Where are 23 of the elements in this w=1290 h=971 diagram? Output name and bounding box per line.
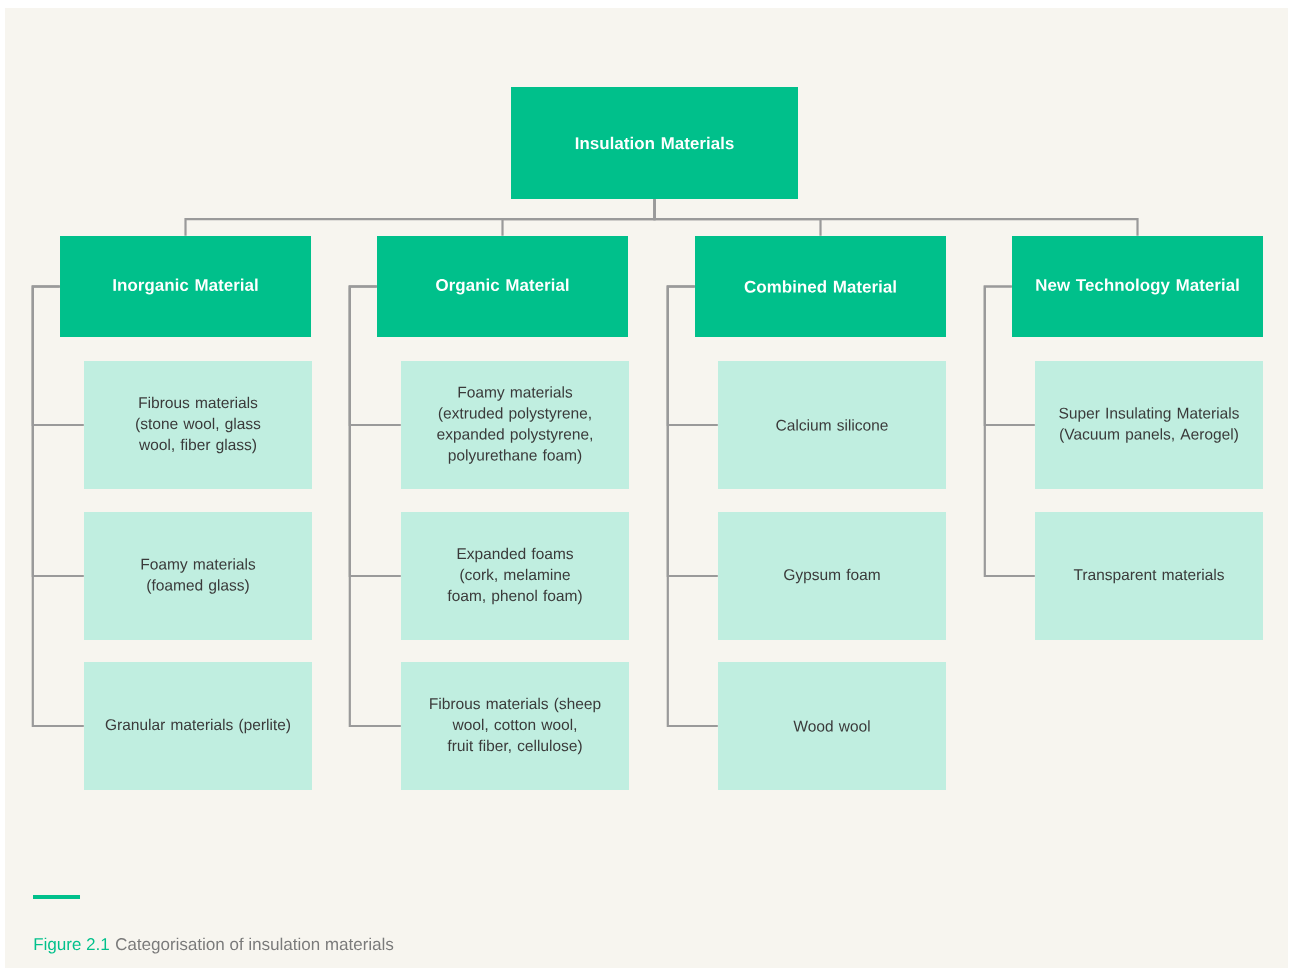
material-box: Fibrous materials (stone wool, glass wool, fiber glass) bbox=[84, 361, 312, 489]
material-box: Transparent materials bbox=[1035, 512, 1263, 640]
caption: Categorisation of insulation materials bbox=[116, 937, 394, 954]
connector-line bbox=[983, 285, 1035, 578]
connector-line bbox=[653, 199, 1139, 236]
material-box: Fibrous materials (sheep wool, cotton wool, fruit fiber, cellulose) bbox=[401, 662, 629, 790]
category-box: Organic Material bbox=[377, 236, 628, 337]
material-box: Foamy materials (foamed glass) bbox=[84, 512, 312, 640]
material-box: Gypsum foam bbox=[718, 512, 946, 640]
category-box: Combined Material bbox=[695, 236, 946, 337]
material-box: Granular materials (perlite) bbox=[84, 662, 312, 790]
figure-number: Figure 2.1 bbox=[34, 937, 109, 954]
category-box: New Technology Material bbox=[1012, 236, 1263, 337]
material-box: Super Insulating Materials (Vacuum panels, Aerogel) bbox=[1035, 361, 1263, 489]
connector-line bbox=[348, 285, 401, 728]
category-box: Inorganic Material bbox=[60, 236, 311, 337]
root-box: Insulation Materials bbox=[511, 87, 798, 199]
material-box: Wood wool bbox=[718, 662, 946, 790]
material-box: Foamy materials (extruded polystyrene, expanded polystyrene, polyurethane foam) bbox=[401, 361, 629, 489]
material-box: Calcium silicone bbox=[718, 361, 946, 489]
connector-line bbox=[31, 285, 84, 728]
material-box: Expanded foams (cork, melamine foam, phenol foam) bbox=[401, 512, 629, 640]
connector-line bbox=[666, 285, 718, 728]
